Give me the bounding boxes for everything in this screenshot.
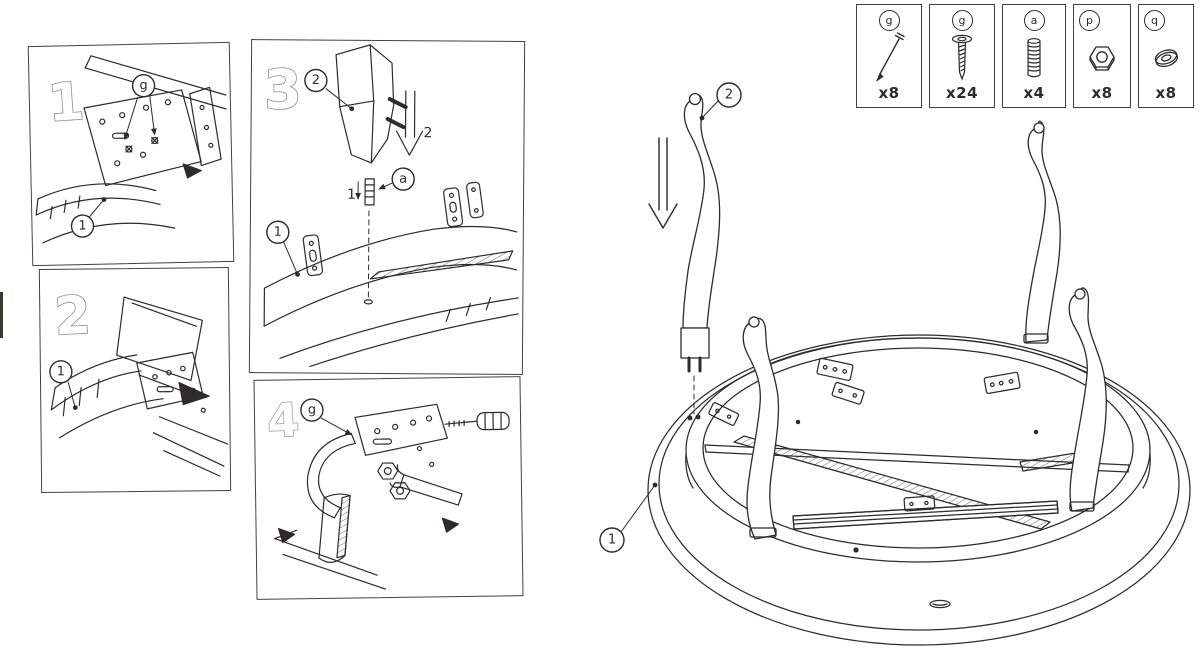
callout-1-label: 1 bbox=[78, 218, 87, 233]
part-label-g1: g bbox=[878, 10, 900, 31]
long-screw-icon bbox=[869, 31, 909, 84]
main-callout-2: 2 bbox=[699, 82, 742, 121]
main-callout-1: 1 bbox=[599, 482, 658, 553]
callout-2-label: 2 bbox=[725, 88, 733, 103]
qty-long-screw: x8 bbox=[878, 84, 900, 102]
step1-callout-g: g bbox=[123, 74, 157, 141]
callout-g-label: g bbox=[139, 78, 148, 93]
hardware-item-hex-nut: p x8 bbox=[1073, 4, 1131, 108]
main-table-illustration: 2 1 bbox=[599, 82, 1191, 646]
step3-callout-2: 2 bbox=[304, 68, 355, 112]
qty-washer: x8 bbox=[1155, 84, 1177, 102]
callout-1-label: 1 bbox=[274, 225, 282, 240]
hardware-item-dowel: a x4 bbox=[1002, 4, 1066, 108]
step3-illustration: 2 a 1 2 1 3 bbox=[262, 44, 519, 368]
step1-callout-1: 1 bbox=[70, 197, 107, 238]
dowel-icon bbox=[1014, 31, 1054, 84]
arrow-label-2: 2 bbox=[423, 125, 432, 141]
attached-legs bbox=[742, 120, 1107, 540]
wood-screw-icon bbox=[942, 31, 982, 84]
detached-leg bbox=[680, 92, 721, 421]
callout-2-label: 2 bbox=[312, 73, 320, 88]
step-number-3: 3 bbox=[263, 58, 302, 122]
hardware-legend: g x8 g bbox=[856, 4, 1194, 108]
hex-nut-icon bbox=[1082, 31, 1122, 84]
arrow-label-1: 1 bbox=[347, 187, 356, 203]
step-number-1: 1 bbox=[46, 72, 86, 134]
insertion-arrow bbox=[648, 137, 678, 229]
step4-illustration: g 4 bbox=[265, 392, 510, 590]
step1-illustration: g 1 1 bbox=[35, 55, 227, 244]
qty-dowel: x4 bbox=[1023, 84, 1045, 102]
step4-callout-g: g bbox=[300, 398, 353, 435]
part-label-p: p bbox=[1079, 10, 1100, 31]
step3-callout-a: a bbox=[378, 167, 415, 191]
step-3-panel: 2 a 1 2 1 3 bbox=[248, 39, 526, 375]
callout-a-label: a bbox=[399, 172, 407, 187]
callout-g-label: g bbox=[308, 403, 316, 418]
part-label-a: a bbox=[1023, 10, 1045, 31]
step-1-panel: g 1 1 bbox=[27, 41, 235, 267]
step-number-4: 4 bbox=[266, 393, 301, 448]
hardware-item-washer: q x8 bbox=[1138, 4, 1194, 108]
hardware-item-wood-screw: g x24 bbox=[929, 4, 995, 108]
scan-artifact bbox=[0, 292, 3, 338]
washer-icon bbox=[1146, 31, 1186, 84]
step2-illustration: 1 2 bbox=[49, 285, 229, 477]
step-number-2: 2 bbox=[53, 286, 92, 348]
qty-hex-nut: x8 bbox=[1091, 84, 1113, 102]
step3-callout-1: 1 bbox=[266, 220, 300, 277]
hardware-item-long-screw: g x8 bbox=[856, 4, 922, 108]
table-body bbox=[647, 334, 1191, 646]
qty-wood-screw: x24 bbox=[945, 84, 979, 102]
callout-1-label: 1 bbox=[608, 533, 616, 548]
step-4-panel: g 4 bbox=[253, 376, 524, 600]
step2-callout-1: 1 bbox=[49, 360, 78, 411]
part-label-g2: g bbox=[951, 10, 973, 31]
part-label-q: q bbox=[1144, 10, 1165, 31]
step-2-panel: 1 2 bbox=[38, 267, 232, 493]
callout-1-label: 1 bbox=[57, 364, 65, 379]
